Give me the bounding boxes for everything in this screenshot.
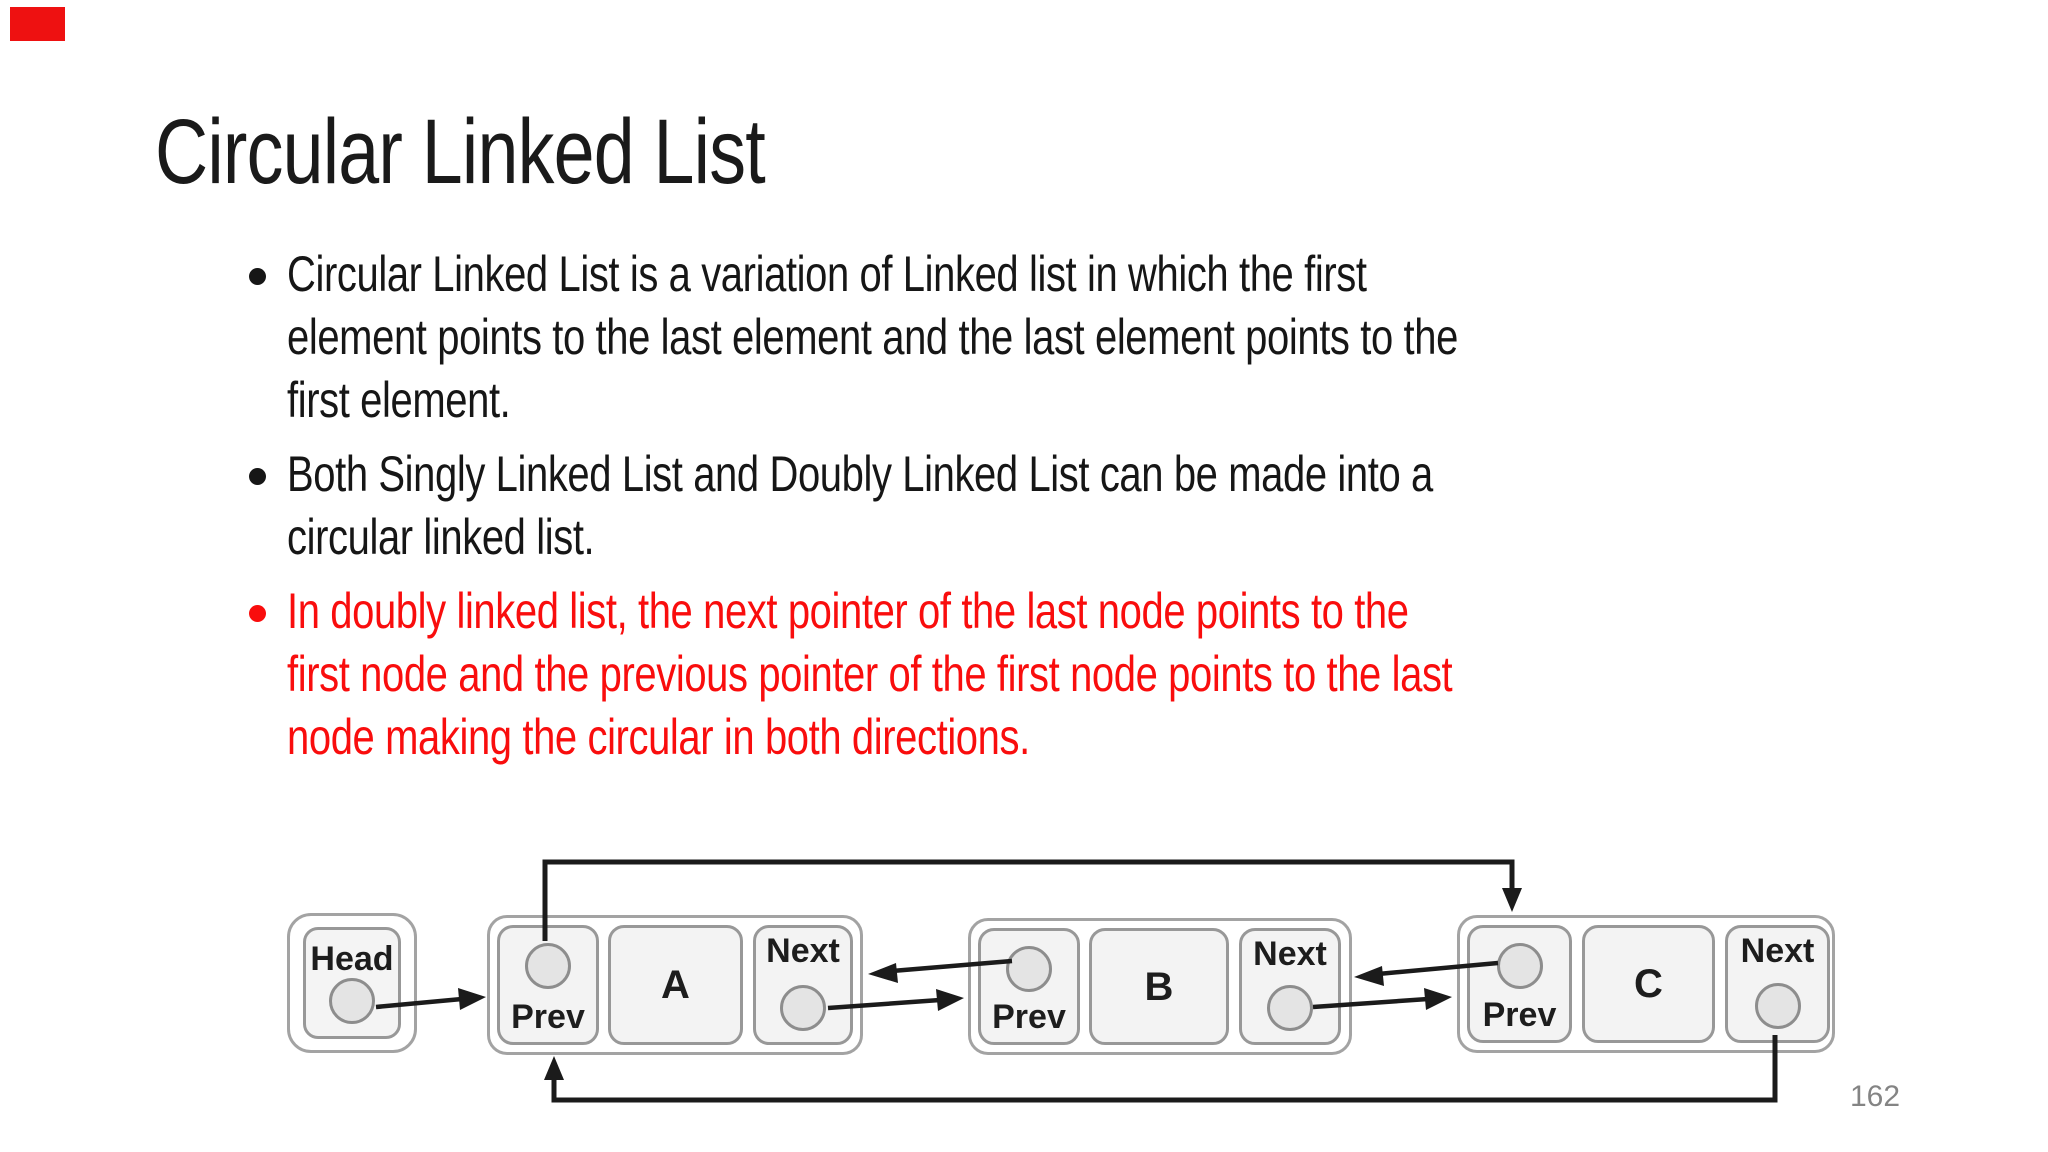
bullet-line: Both Singly Linked List and Doubly Linke… — [287, 446, 1433, 502]
node-c-prev-label: Prev — [1482, 996, 1557, 1034]
bullet-line: first element. — [287, 372, 511, 428]
node-c: Prev C Next — [1457, 915, 1835, 1053]
bullet-text: Both Singly Linked List and Doubly Linke… — [287, 443, 1433, 569]
head-node-inner: Head — [303, 927, 401, 1039]
arrowhead-up-into-a — [544, 1056, 564, 1080]
node-a-prev-label: Prev — [511, 998, 585, 1036]
node-c-next-cell: Next — [1725, 925, 1830, 1043]
node-b-prev-circle — [1006, 946, 1052, 992]
arrowhead-into-b-prev — [936, 989, 964, 1011]
node-c-prev-circle — [1496, 943, 1543, 989]
bullet-list: Circular Linked List is a variation of L… — [249, 243, 1849, 780]
bullet-text: Circular Linked List is a variation of L… — [287, 243, 1458, 432]
node-c-value-cell: C — [1582, 925, 1715, 1043]
bullet-item: Both Singly Linked List and Doubly Linke… — [249, 443, 1849, 569]
node-b-next-label: Next — [1253, 935, 1327, 973]
arrowhead-into-a-next — [868, 963, 898, 983]
head-pointer-circle — [329, 978, 375, 1024]
bullet-line: circular linked list. — [287, 509, 595, 565]
bullet-dot — [249, 468, 266, 485]
node-a-value: A — [661, 963, 690, 1007]
bullet-item: Circular Linked List is a variation of L… — [249, 243, 1849, 432]
head-node: Head — [287, 913, 417, 1053]
bullet-line: In doubly linked list, the next pointer … — [287, 583, 1409, 639]
node-a-value-cell: A — [608, 925, 743, 1045]
node-b-next-circle — [1267, 985, 1313, 1031]
node-c-next-circle — [1754, 983, 1801, 1029]
bullet-line: Circular Linked List is a variation of L… — [287, 246, 1367, 302]
node-b-next-cell: Next — [1239, 928, 1341, 1045]
bullet-line: first node and the previous pointer of t… — [287, 646, 1453, 702]
arrowhead-into-a-left — [458, 988, 486, 1010]
node-c-prev-cell: Prev — [1467, 925, 1572, 1043]
node-b-prev-label: Prev — [992, 998, 1066, 1036]
node-a-prev-circle — [525, 943, 571, 989]
page-title: Circular Linked List — [155, 101, 766, 203]
node-a-next-circle — [780, 985, 826, 1031]
node-a: Prev A Next — [487, 915, 863, 1055]
node-b: Prev B Next — [968, 918, 1352, 1055]
head-label: Head — [310, 940, 394, 978]
bullet-line: element points to the last element and t… — [287, 309, 1458, 365]
node-a-prev-cell: Prev — [497, 925, 599, 1045]
page-number: 162 — [1850, 1080, 1901, 1113]
arrowhead-down-into-c — [1502, 888, 1522, 912]
node-c-next-label: Next — [1740, 932, 1815, 970]
arrowhead-into-b-next — [1354, 966, 1384, 986]
bullet-dot — [249, 605, 266, 622]
node-b-prev-cell: Prev — [978, 928, 1080, 1045]
node-a-next-cell: Next — [753, 925, 853, 1045]
bullet-line: node making the circular in both directi… — [287, 709, 1030, 765]
node-a-next-label: Next — [766, 932, 840, 970]
arrowhead-into-c-prev — [1424, 988, 1452, 1010]
bullet-dot — [249, 268, 266, 285]
node-b-value: B — [1144, 964, 1174, 1009]
bullet-item-highlighted: In doubly linked list, the next pointer … — [249, 580, 1849, 769]
node-b-value-cell: B — [1089, 928, 1229, 1045]
bullet-text: In doubly linked list, the next pointer … — [287, 580, 1453, 769]
node-c-value: C — [1634, 962, 1663, 1006]
red-corner-mark — [10, 7, 65, 41]
